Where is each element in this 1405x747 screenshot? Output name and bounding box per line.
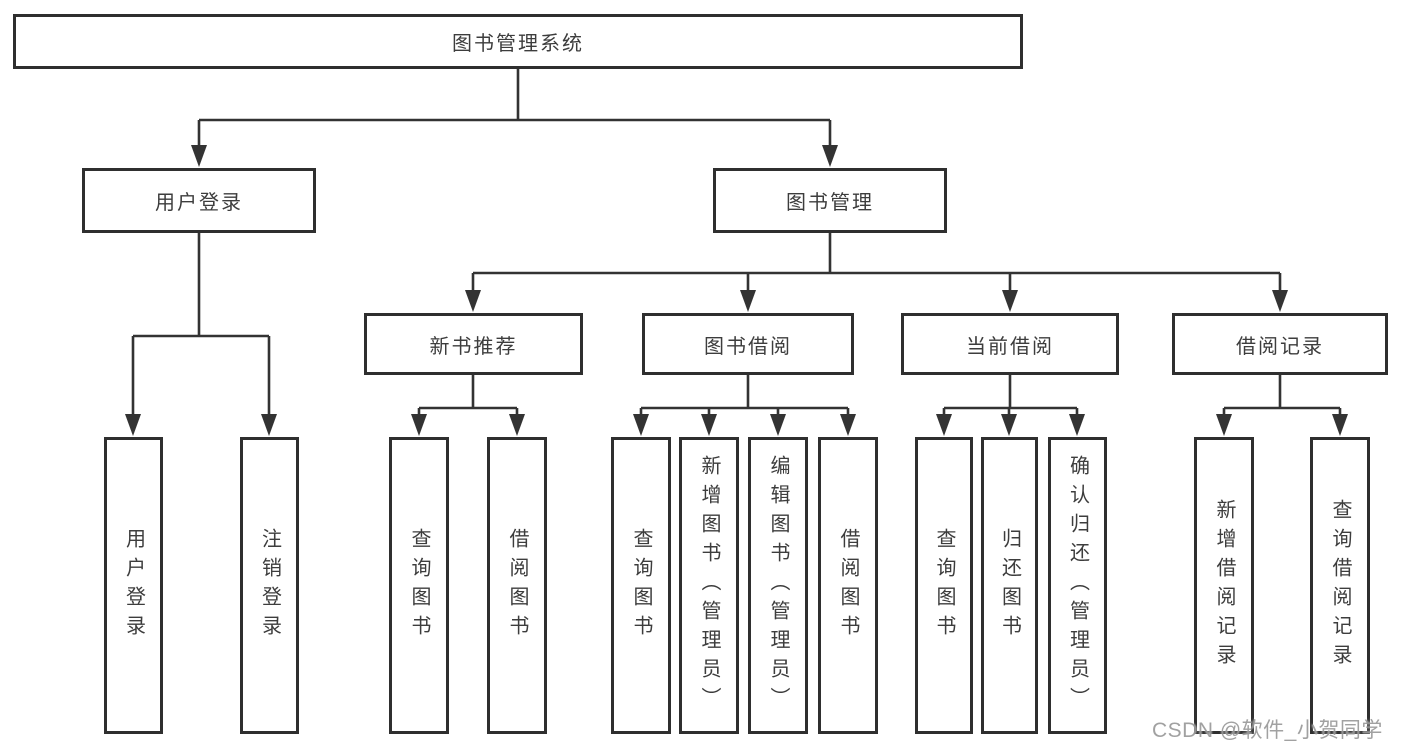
node-new-book-recommend-label: 新书推荐 [429, 335, 518, 358]
node-book-borrowing: 图书借阅 [642, 313, 854, 375]
node-root: 图书管理系统 [13, 14, 1023, 69]
leaf-user-login: 用户登录 [104, 437, 163, 734]
leaf-add-borrow-record: 新增借阅记录 [1194, 437, 1254, 734]
connector-borrow-records-children [1222, 375, 1342, 416]
node-user-login-label: 用户登录 [155, 192, 243, 214]
leaf-query-books-label: 查询图书 [630, 527, 652, 644]
leaf-query-borrow-record: 查询借阅记录 [1310, 437, 1370, 734]
leaf-return-books-label: 归还图书 [998, 527, 1021, 644]
connector-book-borrow-children [639, 375, 850, 416]
leaf-add-books-admin-label: 新增图书（管理员） [698, 455, 720, 716]
connector-book-mgmt-children [471, 233, 1282, 291]
leaf-query-books-under-current-borrowing: 查询图书 [915, 437, 973, 734]
leaf-query-books-under-book-borrowing: 查询图书 [611, 437, 671, 734]
leaf-return-books: 归还图书 [981, 437, 1038, 734]
node-root-label: 图书管理系统 [452, 33, 584, 55]
node-current-borrowing-label: 当前借阅 [966, 335, 1054, 358]
leaf-query-books-label: 查询图书 [933, 527, 955, 644]
leaf-borrow-books-under-book-borrowing: 借阅图书 [818, 437, 878, 734]
leaf-borrow-books-under-new-books: 借阅图书 [487, 437, 547, 734]
leaf-query-books-label: 查询图书 [408, 527, 430, 644]
node-user-login: 用户登录 [82, 168, 316, 233]
leaf-user-login-label: 用户登录 [122, 527, 145, 644]
node-book-management-label: 图书管理 [786, 192, 874, 214]
leaf-edit-books-admin: 编辑图书（管理员） [748, 437, 808, 734]
leaf-logout: 注销登录 [240, 437, 299, 734]
arrowheads-leaves [125, 414, 1348, 436]
leaf-edit-books-admin-label: 编辑图书（管理员） [767, 455, 789, 716]
node-book-management: 图书管理 [713, 168, 947, 233]
leaf-borrow-books-label: 借阅图书 [837, 527, 859, 644]
leaf-confirm-return-admin-label: 确认归还（管理员） [1066, 455, 1089, 716]
node-book-borrowing-label: 图书借阅 [704, 335, 792, 358]
node-current-borrowing: 当前借阅 [901, 313, 1119, 375]
csdn-watermark: CSDN @软件_小贺同学 [1152, 719, 1383, 742]
node-borrowing-records-label: 借阅记录 [1236, 335, 1324, 358]
node-new-book-recommend: 新书推荐 [364, 313, 583, 375]
leaf-borrow-books-label: 借阅图书 [506, 527, 528, 644]
leaf-add-books-admin: 新增图书（管理员） [679, 437, 739, 734]
connector-user-login-children [131, 233, 271, 416]
connector-new-books-children [417, 375, 519, 416]
leaf-query-borrow-record-label: 查询借阅记录 [1329, 498, 1351, 673]
leaf-query-books-under-new-books: 查询图书 [389, 437, 449, 734]
leaf-add-borrow-record-label: 新增借阅记录 [1213, 498, 1235, 673]
arrowheads-level2 [465, 290, 1288, 312]
arrowheads-level1 [191, 145, 838, 167]
leaf-confirm-return-admin: 确认归还（管理员） [1048, 437, 1107, 734]
connector-current-borrow-children [942, 375, 1079, 416]
node-borrowing-records: 借阅记录 [1172, 313, 1388, 375]
leaf-logout-label: 注销登录 [258, 527, 281, 644]
connector-root-to-level1 [197, 69, 832, 146]
